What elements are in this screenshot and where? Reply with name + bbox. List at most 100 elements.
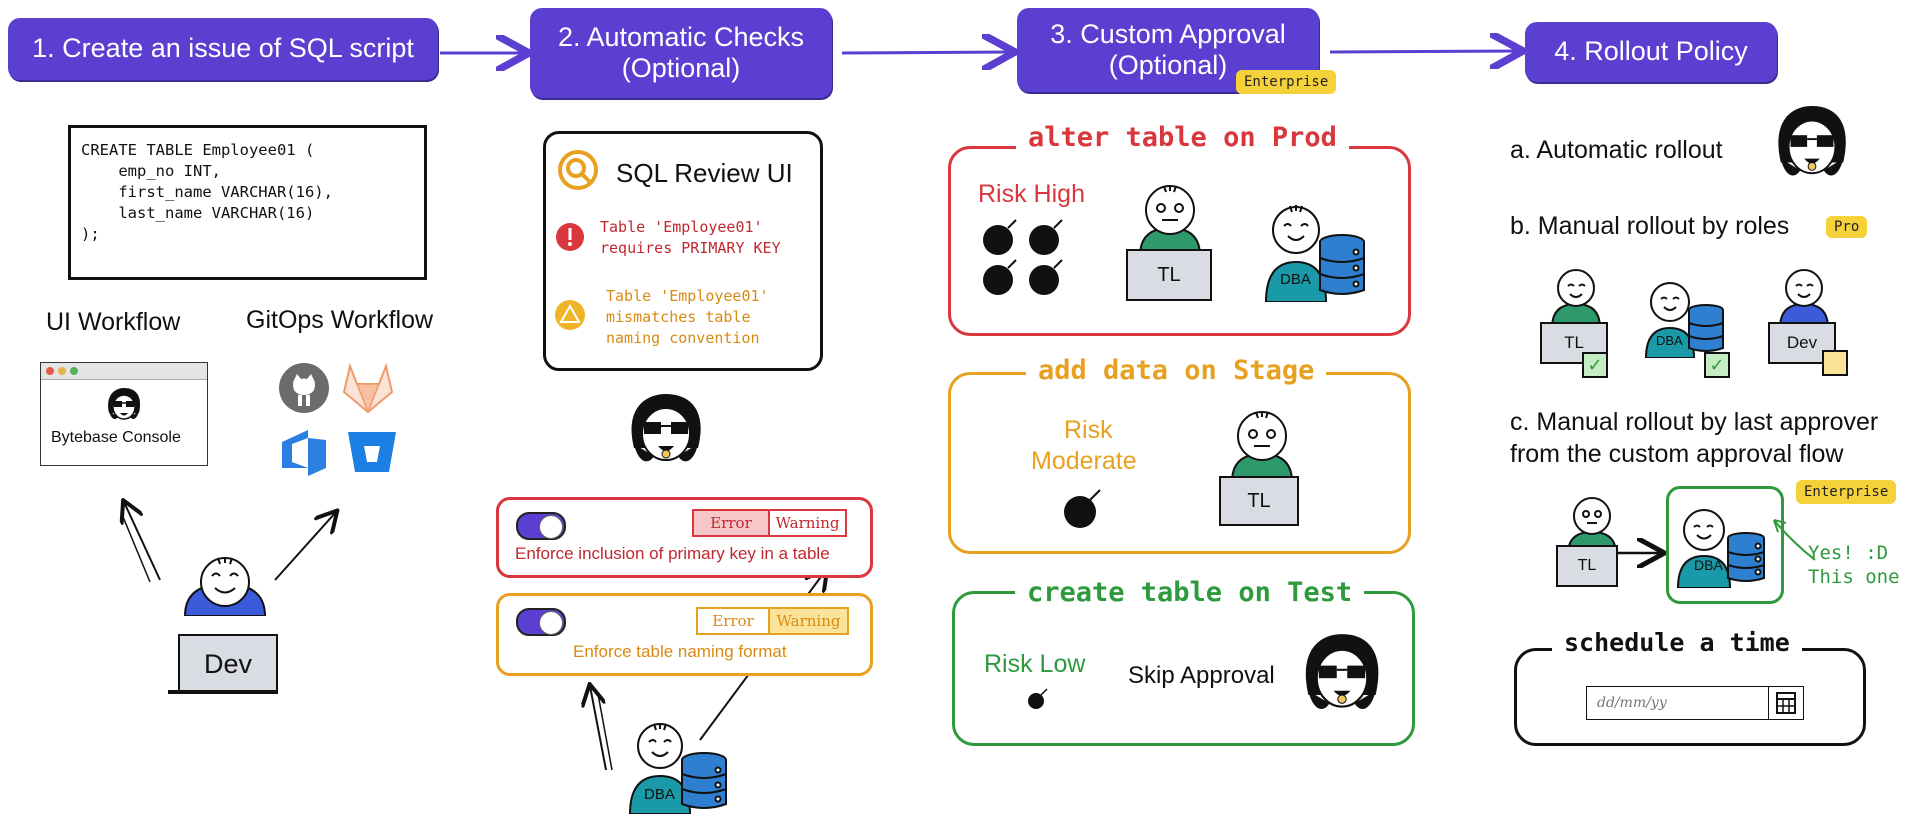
schedule-title: schedule a time (1552, 628, 1802, 657)
bomb-icon (1028, 688, 1048, 709)
yes-note-line1: Yes! :D (1808, 542, 1889, 564)
gitops-workflow-label: GitOps Workflow (246, 306, 434, 334)
tl-person-icon-b (1550, 269, 1602, 328)
step-3-title: 3. Custom Approval (1050, 18, 1286, 49)
arrow-dba-to-rule2 (590, 686, 607, 771)
ui-workflow-label: UI Workflow (46, 308, 181, 336)
step-3-banner: 3. Custom Approval (Optional) (1017, 8, 1319, 92)
rule-naming-format-text: Enforce table naming format (573, 642, 787, 661)
arrow-dev-to-ui-2 (120, 511, 151, 583)
dba-person-icon-prod (1264, 205, 1365, 302)
test-risk-label: Risk Low (984, 650, 1086, 678)
tl-laptop-c: TL (1556, 545, 1618, 587)
bytebase-mascot-icon (631, 394, 701, 462)
tl-laptop-prod: TL (1126, 249, 1212, 301)
arrow-dev-to-gitops (274, 512, 336, 581)
dev-checkbox-pending[interactable] (1822, 350, 1848, 376)
magnifier-icon (558, 150, 598, 190)
enterprise-badge-step3: Enterprise (1236, 70, 1337, 94)
sql-review-panel (543, 131, 823, 371)
step-4-label: 4. Rollout Policy (1554, 36, 1748, 67)
rollout-a-text: a. Automatic rollout (1510, 136, 1723, 164)
step-1-label: 1. Create an issue of SQL script (32, 33, 414, 64)
dba-person-icon-c (1676, 509, 1765, 588)
dev-laptop-b-label: Dev (1786, 333, 1818, 352)
bitbucket-icon[interactable] (346, 428, 398, 476)
gitlab-icon[interactable] (340, 362, 396, 414)
env-stage-box (948, 372, 1411, 554)
tl-laptop-stage-label: TL (1247, 490, 1271, 512)
last-approver-highlight (1666, 486, 1784, 604)
rule-primary-key-text: Enforce inclusion of primary key in a ta… (515, 544, 830, 563)
step-2-banner: 2. Automatic Checks (Optional) (530, 8, 832, 98)
review-error-line2: requires PRIMARY KEY (600, 239, 781, 257)
arrow-yes-note (1773, 519, 1816, 561)
env-stage-title: add data on Stage (1026, 355, 1327, 386)
step-4-banner: 4. Rollout Policy (1525, 22, 1777, 82)
rule-primary-key-error-option[interactable]: Error (692, 509, 770, 537)
env-prod-title: alter table on Prod (1016, 122, 1349, 153)
azure-devops-icon[interactable] (278, 428, 332, 478)
window-titlebar (41, 363, 207, 380)
calendar-icon (1776, 692, 1796, 714)
dba-label-prod: DBA (1280, 271, 1311, 288)
date-input[interactable] (1586, 686, 1804, 720)
rollout-c-line2: from the custom approval flow (1510, 440, 1844, 468)
bytebase-mascot-icon (1305, 634, 1379, 710)
date-input-field[interactable] (1595, 692, 1759, 714)
console-label: Bytebase Console (51, 429, 181, 446)
tl-person-icon-stage (1230, 411, 1294, 482)
dba-label-col2: DBA (644, 786, 675, 803)
step-2-subtitle: (Optional) (621, 53, 741, 83)
test-skip-approval: Skip Approval (1128, 662, 1275, 689)
github-icon[interactable] (278, 362, 330, 414)
rule-naming-format-error-option[interactable]: Error (696, 607, 770, 635)
rollout-c-line1: c. Manual rollout by last approver (1510, 408, 1879, 436)
enterprise-badge-c: Enterprise (1796, 480, 1897, 504)
error-icon (556, 223, 584, 251)
review-warn-line1: Table 'Employee01' (606, 287, 769, 305)
review-warn-line2: mismatches table (606, 308, 751, 326)
yes-note-line2: This one (1808, 566, 1900, 588)
warning-icon (555, 300, 585, 330)
arrow-dba-to-rule2-b (597, 693, 613, 771)
sql-review-title: SQL Review UI (616, 158, 793, 188)
bomb-icon (1064, 489, 1101, 528)
dba-label-c: DBA (1694, 557, 1723, 573)
rule-primary-key-toggle[interactable] (516, 512, 566, 540)
dev-laptop-base (168, 690, 278, 694)
tl-person-icon-prod (1138, 185, 1202, 256)
step-3-subtitle: (Optional) (1108, 50, 1228, 80)
dev-person-icon (183, 557, 267, 616)
bomb-icon (983, 219, 1063, 295)
env-test-title: create table on Test (1015, 577, 1365, 608)
arrow-step3-to-4 (1329, 51, 1520, 52)
dba-label-b: DBA (1656, 333, 1683, 348)
dev-person-icon-b (1778, 269, 1830, 328)
review-error-line1: Table 'Employee01' (600, 218, 763, 236)
tl-laptop-prod-label: TL (1157, 264, 1181, 286)
dba-person-icon-b (1644, 282, 1724, 358)
pro-badge: Pro (1826, 216, 1868, 238)
rule-naming-format-toggle[interactable] (516, 608, 566, 636)
tl-checkbox-checked[interactable]: ✓ (1582, 352, 1608, 378)
bytebase-console-window[interactable]: Bytebase Console (40, 362, 208, 466)
dev-laptop: Dev (178, 634, 278, 694)
prod-risk-label: Risk High (978, 180, 1085, 208)
tl-laptop-c-label: TL (1577, 557, 1597, 574)
rule-naming-format-warning-option[interactable]: Warning (768, 607, 849, 635)
step-1-banner: 1. Create an issue of SQL script (8, 18, 438, 80)
calendar-button[interactable] (1768, 687, 1803, 719)
arrow-dev-to-ui (124, 502, 161, 581)
rule-primary-key-warning-option[interactable]: Warning (768, 509, 847, 537)
tl-laptop-stage: TL (1219, 476, 1299, 526)
dev-laptop-label: Dev (203, 649, 252, 679)
rollout-b-text: b. Manual rollout by roles (1510, 212, 1790, 240)
stage-risk-line1: Risk (1064, 416, 1113, 444)
sql-code-block: CREATE TABLE Employee01 ( emp_no INT, fi… (68, 125, 427, 280)
dba-checkbox-checked[interactable]: ✓ (1704, 352, 1730, 378)
tl-laptop-b-label: TL (1564, 333, 1584, 352)
bytebase-mascot-icon (1778, 105, 1846, 176)
stage-risk-line2: Moderate (1031, 447, 1137, 475)
dba-person-icon (628, 723, 727, 814)
